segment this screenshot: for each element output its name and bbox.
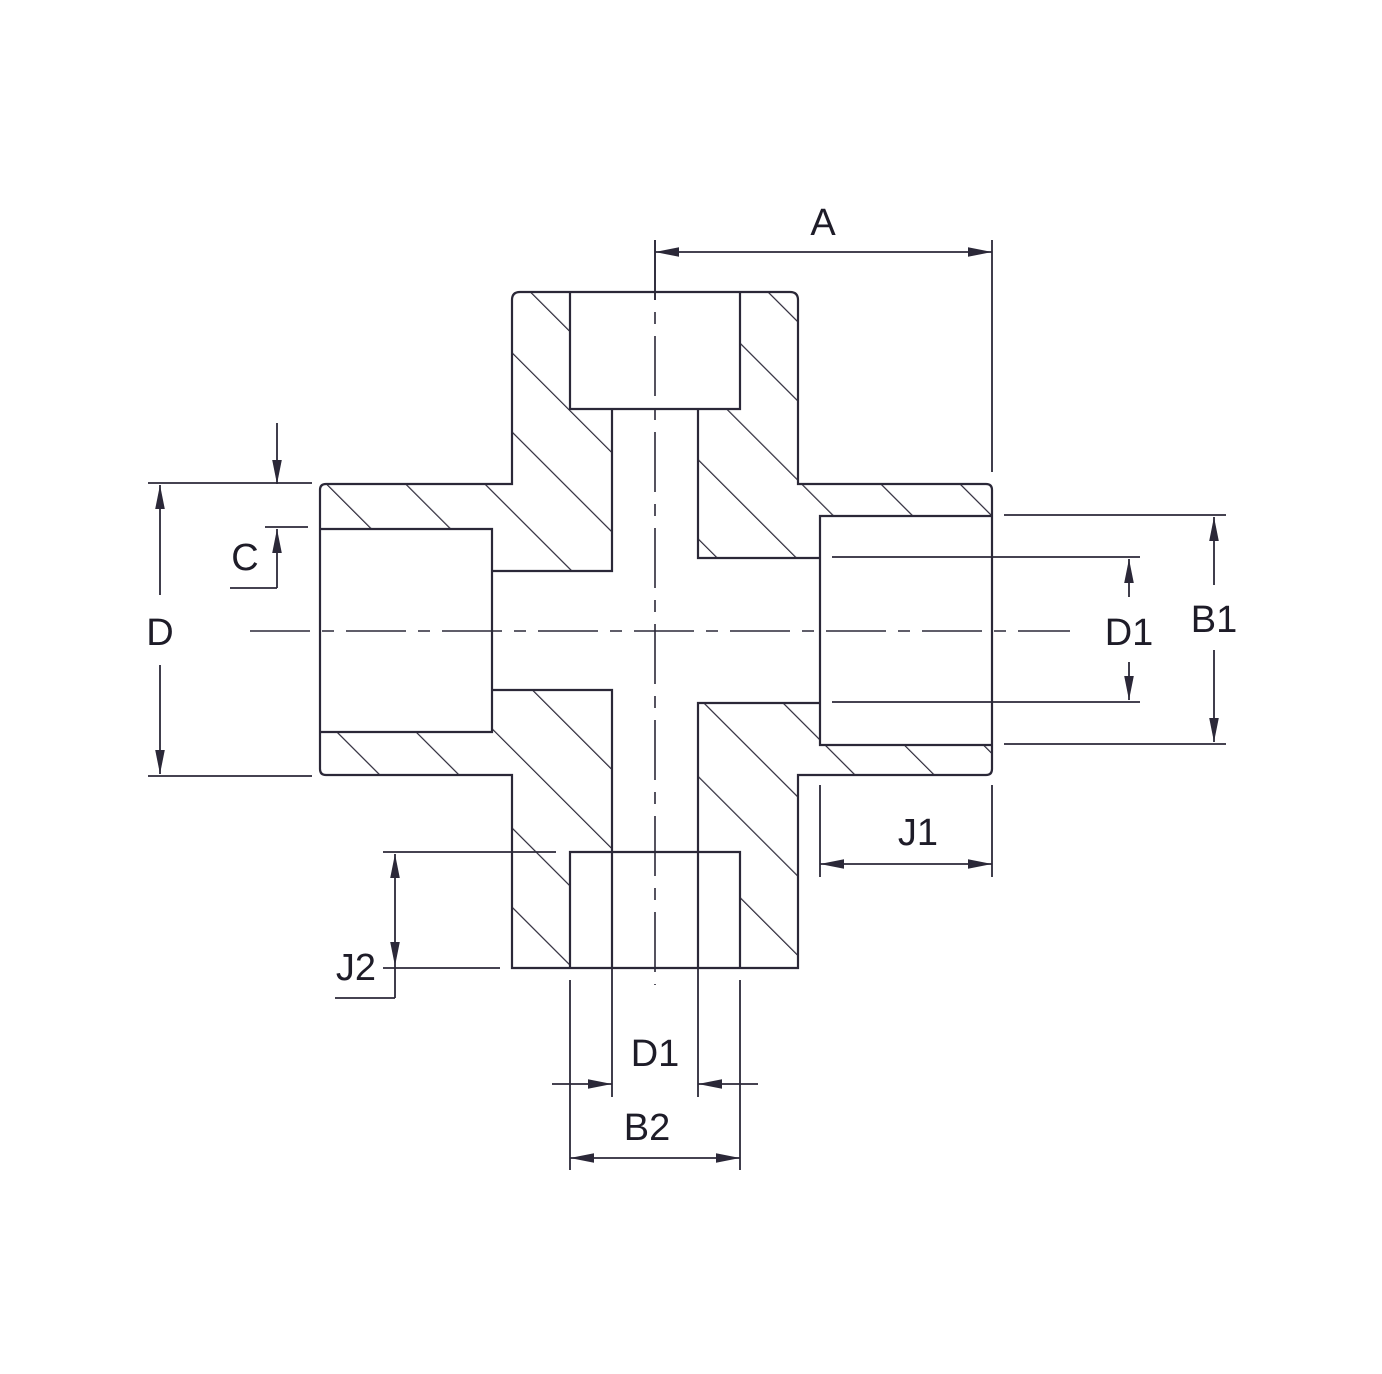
label-j2: J2 <box>336 947 376 989</box>
label-d: D <box>146 612 173 654</box>
dimension-d1-right: D1 <box>832 556 1154 703</box>
dimension-a: A <box>654 202 993 472</box>
dimension-c: C <box>230 423 308 589</box>
label-b2: B2 <box>624 1107 670 1149</box>
hatched-body <box>320 292 992 968</box>
center-lines <box>250 240 1070 985</box>
dimension-d: D <box>146 482 312 777</box>
label-c: C <box>231 537 258 579</box>
dimension-j2: J2 <box>335 851 556 999</box>
label-a: A <box>810 202 836 244</box>
dimension-j1: J1 <box>819 785 993 877</box>
label-d1-right: D1 <box>1105 612 1154 654</box>
outer-outline <box>318 290 994 970</box>
dimension-b1: B1 <box>1004 514 1237 745</box>
dimension-b2: B2 <box>569 980 741 1170</box>
socket-outlines <box>320 292 992 968</box>
dimension-d1-bottom: D1 <box>552 968 758 1097</box>
label-b1: B1 <box>1191 599 1237 641</box>
label-d1-bottom: D1 <box>631 1033 680 1075</box>
label-j1: J1 <box>898 812 938 854</box>
